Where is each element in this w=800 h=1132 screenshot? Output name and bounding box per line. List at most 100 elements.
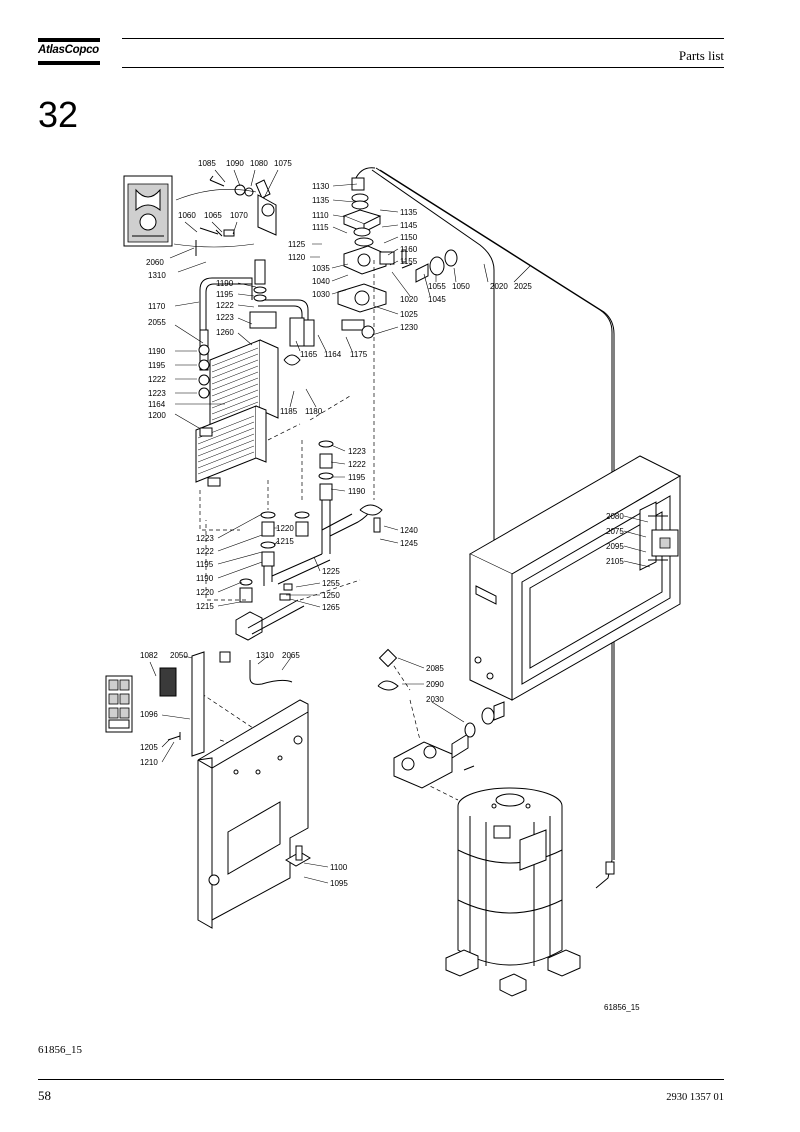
part-label: 1130 [312, 182, 330, 191]
part-label: 1045 [428, 295, 446, 304]
part-label: 1075 [274, 159, 292, 168]
part-label: 1035 [312, 264, 330, 273]
logo-text: AtlasCopco [38, 44, 99, 56]
part-label: 1180 [305, 407, 323, 416]
part-label: 1245 [400, 539, 418, 548]
part-label: 1055 [428, 282, 446, 291]
drawing-id-label: 61856_15 [604, 1003, 640, 1012]
part-label: 1185 [280, 407, 298, 416]
figure-caption: 61856_15 [38, 1044, 82, 1056]
part-label: 1135 [400, 208, 418, 217]
part-number-labels: 1085 1090 1080 1075 1060 1065 1070 2060 … [140, 159, 624, 888]
part-label: 1222 [216, 301, 234, 310]
part-label: 1115 [312, 223, 329, 232]
part-label: 2085 [426, 664, 444, 673]
part-label: 2080 [606, 512, 624, 521]
part-label: 1150 [400, 233, 418, 242]
part-label: 2075 [606, 527, 624, 536]
part-label: 1082 [140, 651, 158, 660]
part-label: 1220 [276, 524, 294, 533]
part-label: 1190 [216, 279, 234, 288]
part-label: 1310 [256, 651, 274, 660]
part-label: 1190 [148, 347, 166, 356]
leader-lines [149, 169, 651, 884]
part-label: 1096 [140, 710, 158, 719]
part-label: 1230 [400, 323, 418, 332]
valve-stack-center [337, 167, 458, 339]
hoses-right [371, 167, 615, 889]
part-label: 1070 [230, 211, 248, 220]
part-label: 1223 [196, 534, 214, 543]
part-label: 1195 [196, 560, 214, 569]
part-label: 1223 [348, 447, 366, 456]
logo-bar-top [38, 38, 100, 42]
part-label: 1310 [148, 271, 166, 280]
part-label: 1215 [196, 602, 214, 611]
part-label: 1125 [288, 240, 306, 249]
part-label: 1190 [196, 574, 214, 583]
part-label: 1210 [140, 758, 158, 767]
warning-decal-sheet [105, 675, 133, 733]
part-label: 1060 [178, 211, 196, 220]
page-number: 58 [38, 1088, 51, 1103]
part-label: 1175 [350, 350, 368, 359]
part-label: 1240 [400, 526, 418, 535]
part-label: 2090 [426, 680, 444, 689]
pipe-assembly-center [235, 440, 383, 641]
part-label: 2025 [514, 282, 532, 291]
part-label: 1155 [400, 257, 418, 266]
part-label: 1030 [312, 290, 330, 299]
part-label: 1110 [312, 211, 329, 220]
part-label: 1223 [216, 313, 234, 322]
logo-bar-bottom [38, 61, 100, 65]
page-title: Parts list [678, 48, 724, 63]
part-label: 2055 [148, 318, 166, 327]
document-number: 2930 1357 01 [666, 1092, 724, 1103]
part-label: 1020 [400, 295, 418, 304]
part-label: 1195 [348, 473, 366, 482]
part-label: 1223 [148, 389, 166, 398]
part-label: 1222 [148, 375, 166, 384]
part-label: 1195 [148, 361, 166, 370]
part-label: 2065 [282, 651, 300, 660]
part-label: 1164 [324, 350, 342, 359]
part-label: 1225 [322, 567, 340, 576]
frame-panel [197, 699, 311, 929]
bracket-strip [191, 651, 205, 757]
part-label: 1222 [196, 547, 214, 556]
part-label: 1025 [400, 310, 418, 319]
footer-rule [38, 1079, 724, 1080]
part-label: 2095 [606, 542, 624, 551]
part-label: 1265 [322, 603, 340, 612]
header-rule-bottom [122, 67, 724, 68]
part-label: 1164 [148, 400, 166, 409]
part-label: 2105 [606, 557, 624, 566]
part-label: 1165 [300, 350, 318, 359]
part-label: 1205 [140, 743, 158, 752]
part-label: 1090 [226, 159, 244, 168]
part-label: 1260 [216, 328, 234, 337]
pipe-assembly-left [198, 259, 315, 399]
part-label: 1080 [250, 159, 268, 168]
atlas-copco-logo: AtlasCopco [38, 38, 100, 68]
decal-2050 [159, 667, 177, 697]
compressor-element [445, 787, 581, 997]
valve-block-2030 [377, 648, 505, 789]
part-label: 1065 [204, 211, 222, 220]
section-number: 32 [38, 94, 79, 135]
part-label: 1190 [348, 487, 366, 496]
electrical-cabinet [468, 455, 682, 701]
fittings-top-left [173, 175, 277, 256]
part-label: 1255 [322, 579, 340, 588]
part-label: 1135 [312, 196, 330, 205]
part-label: 1100 [330, 863, 348, 872]
part-label: 1215 [276, 537, 294, 546]
part-label: 2050 [170, 651, 188, 660]
header-rule-top [122, 38, 724, 39]
part-label: 1145 [400, 221, 418, 230]
part-label: 1050 [452, 282, 470, 291]
part-label: 1195 [216, 290, 234, 299]
part-label: 2020 [490, 282, 508, 291]
part-label: 1085 [198, 159, 216, 168]
